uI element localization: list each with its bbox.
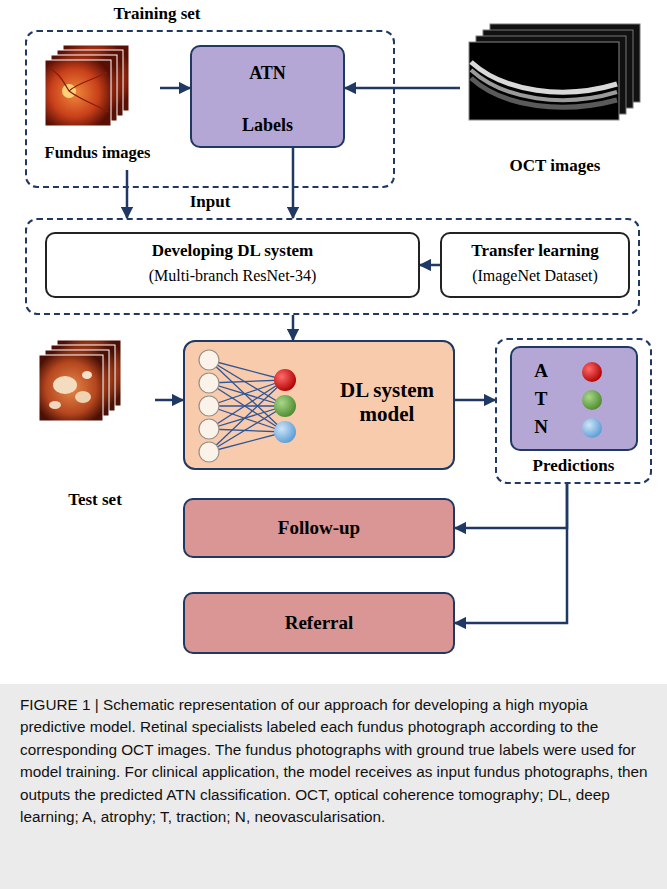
- arrow-connector: [455, 484, 567, 623]
- dashed-group: Predictions ATN: [495, 338, 652, 484]
- action-box: Referral: [183, 592, 455, 654]
- box-label: Labels: [192, 115, 343, 136]
- arrow-connector: [420, 264, 440, 267]
- box-label: Predictions: [497, 456, 650, 476]
- test-image-stack: [35, 337, 135, 432]
- neural-network-icon: [185, 342, 315, 468]
- arrow-connector: [455, 484, 567, 528]
- box-label: Developing DL system: [47, 241, 418, 261]
- arrow-connector: [155, 399, 183, 402]
- arrow-connector: [126, 170, 129, 218]
- arrow-connector: [292, 315, 295, 340]
- image-node: Test set: [35, 335, 155, 517]
- process-box: Developing DL system (Multi-branch ResNet…: [45, 232, 420, 298]
- arrow-connector: [292, 148, 295, 218]
- box-label: Referral: [185, 612, 453, 634]
- dashed-group: InputDeveloping DL system(Multi-branch R…: [25, 218, 640, 315]
- box-label: ATN: [192, 63, 343, 84]
- action-box: Follow-up: [183, 498, 455, 558]
- arrow-connector: [455, 399, 495, 402]
- arrow-connector: [160, 87, 190, 90]
- process-box: Transfer learning (ImageNet Dataset): [440, 232, 630, 298]
- box-label: (ImageNet Dataset): [442, 267, 628, 285]
- box-label: Follow-up: [185, 517, 453, 539]
- box-label: Input: [165, 192, 255, 212]
- prediction-dots: [512, 348, 636, 449]
- fundus-image-stack: [39, 42, 139, 137]
- box-label: Test set: [35, 490, 155, 510]
- box-label: Transfer learning: [442, 241, 628, 261]
- box-label: DL system model: [323, 378, 451, 426]
- box-label: (Multi-branch ResNet-34): [47, 267, 418, 285]
- model-box: DL system model: [183, 340, 455, 470]
- box-label: Training set: [27, 4, 287, 24]
- box-label: OCT images: [460, 156, 650, 176]
- box-label: N: [526, 416, 556, 438]
- arrow-connector: [345, 87, 460, 90]
- box-label: A: [526, 360, 556, 382]
- label-box: ATN Labels: [190, 45, 345, 148]
- box-label: Fundus images: [35, 144, 160, 163]
- prediction-box: ATN: [510, 346, 638, 451]
- dashed-group: Training set Fundus imagesATNLabels: [25, 30, 395, 188]
- image-node: OCT images: [460, 20, 650, 185]
- figure-caption: FIGURE 1 | Schematic representation of o…: [20, 694, 648, 828]
- oct-image-stack: [464, 22, 644, 127]
- image-node: Fundus images: [35, 40, 160, 170]
- box-label: T: [526, 388, 556, 410]
